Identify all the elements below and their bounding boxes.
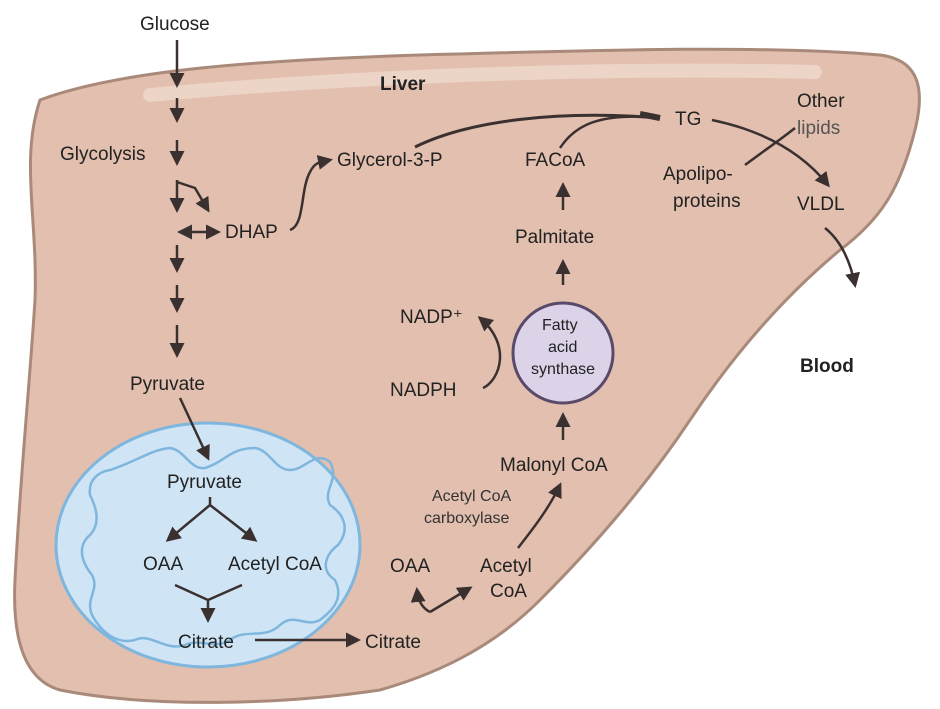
malonyl-coa-label: Malonyl CoA	[500, 455, 608, 476]
facoa-label: FACoA	[525, 150, 586, 171]
glucose-label: Glucose	[140, 14, 210, 35]
oaa-mito-label: OAA	[143, 554, 183, 575]
acetyl-coa-cytosol-label-1: Acetyl	[480, 556, 532, 577]
other-lipids-label-1: Other	[797, 91, 845, 112]
pyruvate-cytosol-label: Pyruvate	[130, 374, 205, 395]
glycolysis-arrows	[169, 40, 221, 461]
fas-label-3: synthase	[531, 361, 595, 378]
tg-label: TG	[675, 109, 701, 130]
blood-label: Blood	[800, 356, 854, 377]
liver-label: Liver	[380, 74, 426, 95]
acc-enzyme-label-2: carboxylase	[424, 510, 509, 527]
tg-synthesis-arrows	[289, 111, 860, 440]
cytosol-acetyl-arrows	[410, 482, 562, 614]
dhap-label: DHAP	[225, 222, 278, 243]
nadp-plus-label: NADP⁺	[400, 307, 463, 328]
oaa-cytosol-label: OAA	[390, 556, 430, 577]
vldl-label: VLDL	[797, 194, 845, 215]
mitochondrial-arrows	[165, 497, 361, 648]
apolipoproteins-label-1: Apolipo-	[663, 164, 733, 185]
glycerol3p-label: Glycerol-3-P	[337, 150, 443, 171]
fatty-acid-synthase-circle	[511, 301, 615, 405]
nadph-label: NADPH	[390, 380, 457, 401]
nadph-arrow	[477, 316, 502, 390]
citrate-cytosol-label: Citrate	[365, 632, 421, 653]
palmitate-label: Palmitate	[515, 227, 594, 248]
apolipoproteins-label-2: proteins	[673, 191, 741, 212]
citrate-mito-label: Citrate	[178, 632, 234, 653]
liver-highlight	[143, 63, 822, 102]
acetyl-coa-cytosol-label-2: CoA	[490, 581, 527, 602]
acetyl-coa-mito-label: Acetyl CoA	[228, 554, 322, 575]
fas-label-2: acid	[548, 339, 577, 356]
other-lipids-label-2: lipids	[797, 118, 840, 139]
fas-label-1: Fatty	[542, 317, 578, 334]
mitochondrion-cristae	[80, 446, 346, 648]
pyruvate-mito-label: Pyruvate	[167, 472, 242, 493]
glycolysis-label: Glycolysis	[60, 144, 146, 165]
mitochondrion	[54, 421, 362, 669]
acc-enzyme-label-1: Acetyl CoA	[432, 488, 511, 505]
